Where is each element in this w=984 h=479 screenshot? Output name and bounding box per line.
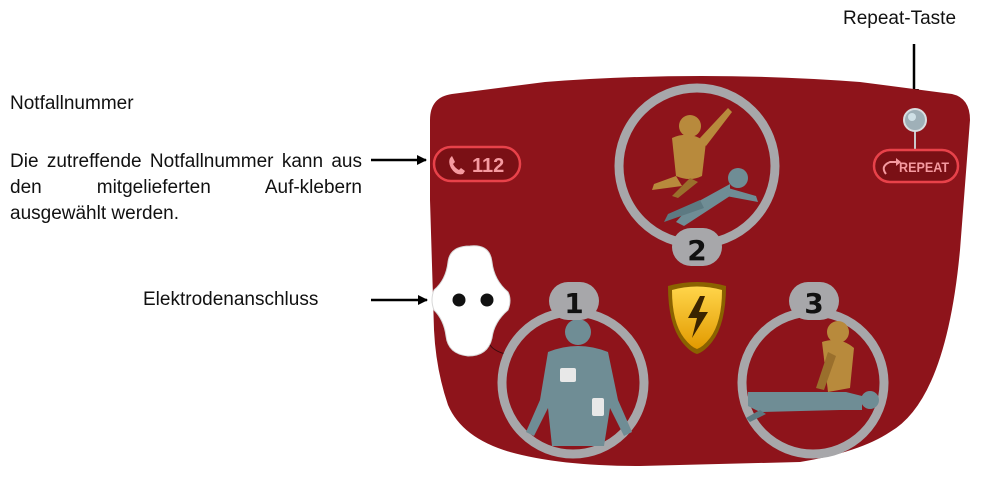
step-2-badge: 2 [672,228,722,267]
step-3-badge: 3 [789,282,839,320]
step-3-number: 3 [804,287,823,320]
step-2-number: 2 [687,234,706,267]
step-1-badge: 1 [549,282,599,320]
step-1-number: 1 [564,287,583,320]
electrode-pad-lower [592,398,604,416]
led-indicator-icon [904,109,926,131]
step-1-ring [502,312,644,454]
electrode-pad-upper [560,368,576,382]
emergency-number-text: 112 [472,155,504,177]
emergency-number-button[interactable]: 112 [434,147,520,181]
electrode-pin-right [481,294,494,307]
repeat-button-text: REPEAT [899,159,949,175]
electrode-pin-left [453,294,466,307]
step-2-ring [619,88,775,244]
step-3-ring [742,312,884,454]
